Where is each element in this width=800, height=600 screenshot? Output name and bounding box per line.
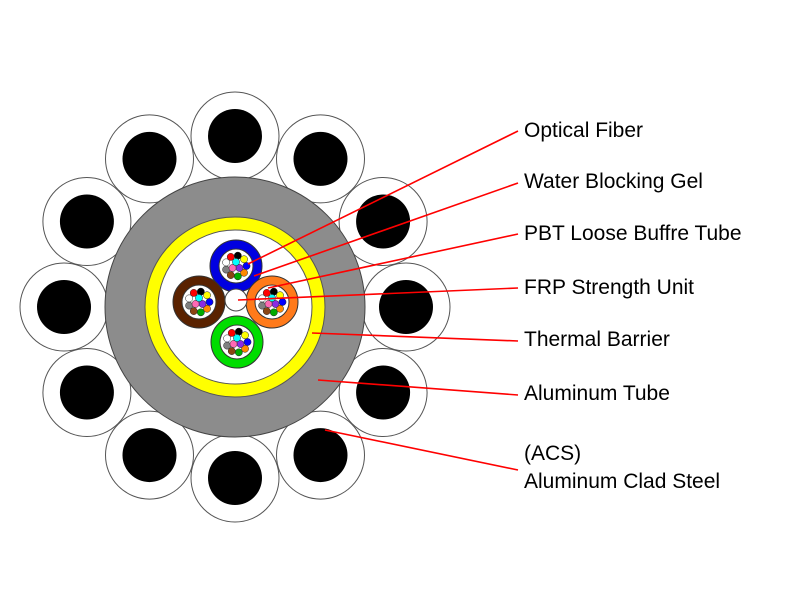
optical-fiber: [269, 287, 278, 296]
optical-fiber: [223, 334, 231, 343]
acs-steel-core: [59, 194, 114, 249]
optical-fiber: [203, 304, 211, 313]
optical-fiber: [223, 341, 231, 350]
leader-aluminum-tube: [317, 379, 519, 396]
optical-fiber: [203, 291, 211, 300]
acs-steel-core: [379, 280, 433, 334]
optical-fiber: [264, 300, 273, 308]
optical-fiber: [222, 258, 230, 267]
label-water-blocking-gel: Water Blocking Gel: [524, 170, 703, 193]
optical-fiber: [233, 272, 242, 281]
label-pbt-loose-buffer-tube: PBT Loose Buffre Tube: [524, 222, 742, 245]
optical-fiber: [232, 258, 240, 266]
leader-optical-fiber: [247, 130, 519, 265]
label-thermal-barrier: Thermal Barrier: [524, 328, 670, 351]
optical-fiber: [278, 298, 287, 306]
optical-fiber: [262, 307, 271, 315]
optical-fiber: [229, 340, 238, 348]
optical-fiber: [241, 331, 249, 340]
acs-steel-core: [122, 131, 177, 186]
optical-fiber: [234, 327, 243, 336]
optical-fiber: [234, 348, 243, 357]
acs-steel-core: [208, 451, 262, 505]
leader-pbt-tube: [267, 233, 519, 289]
optical-fiber: [226, 271, 235, 279]
optical-fiber: [276, 304, 284, 313]
acs-steel-core: [293, 131, 348, 186]
optical-fiber: [258, 301, 266, 310]
label-optical-fiber: Optical Fiber: [524, 119, 644, 142]
optical-fiber: [233, 334, 241, 342]
acs-steel-core: [356, 194, 411, 249]
acs-steel-core: [208, 109, 262, 163]
optical-fiber: [222, 265, 230, 274]
optical-fiber: [195, 294, 203, 302]
leader-lines: [237, 130, 519, 471]
label-aluminum-tube: Aluminum Tube: [524, 382, 670, 405]
loose-buffer-tubes: [172, 239, 299, 369]
optical-fiber: [191, 300, 200, 308]
optical-fiber: [227, 347, 236, 355]
optical-fiber: [228, 264, 237, 272]
label-acs-abbrev: (ACS): [524, 442, 582, 465]
leader-acs: [324, 429, 519, 471]
acs-steel-core: [122, 428, 177, 483]
acs-steel-core: [37, 280, 91, 334]
leader-frp-unit: [237, 287, 519, 301]
label-frp-strength-unit: FRP Strength Unit: [524, 276, 695, 299]
optical-fiber: [196, 287, 205, 296]
optical-fiber: [205, 298, 214, 306]
leader-thermal-barrier: [311, 332, 519, 342]
optical-fiber: [189, 307, 198, 315]
optical-fiber: [240, 268, 248, 277]
leader-water-blocking-gel: [253, 182, 519, 277]
optical-fiber: [196, 308, 205, 317]
optical-fiber: [241, 344, 249, 353]
optical-fiber: [269, 308, 278, 317]
optical-fiber: [240, 255, 248, 264]
label-aluminum-clad-steel: Aluminum Clad Steel: [524, 470, 721, 493]
optical-fiber: [243, 338, 252, 346]
optical-fiber: [185, 294, 193, 303]
acs-steel-core: [59, 365, 114, 420]
acs-steel-core: [293, 428, 348, 483]
optical-fiber: [185, 301, 193, 310]
acs-steel-core: [356, 365, 411, 420]
optical-fiber: [233, 251, 242, 260]
acs-wire-ring: [19, 91, 451, 523]
